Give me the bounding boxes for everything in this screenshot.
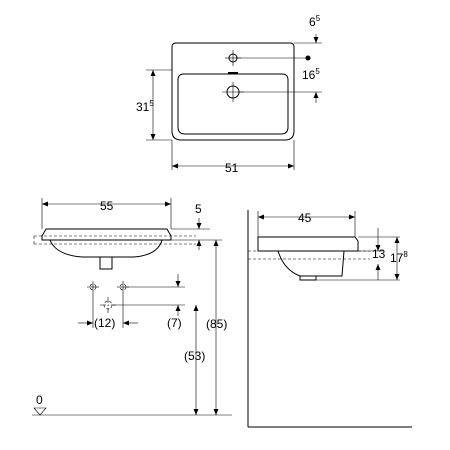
dim-top-width: 51 — [225, 161, 239, 175]
basin-outline-top — [171, 42, 295, 141]
dim-top-drain-offset: 165 — [302, 67, 320, 82]
basin-bowl-top — [177, 73, 289, 135]
dim-side-width: 45 — [298, 211, 312, 225]
overflow-slot — [228, 72, 238, 74]
floor-level-label: 0 — [36, 393, 43, 407]
dim-front-floor-to-waste: (53) — [184, 349, 205, 363]
basin-rim-side — [257, 236, 359, 252]
dim-front-waste-spacing: (12) — [94, 316, 115, 330]
dim-front-waste-height: (7) — [167, 316, 182, 330]
side-view: 45 13 178 — [247, 210, 412, 428]
waste-outlet-front — [99, 256, 113, 270]
basin-bowl-front — [49, 239, 163, 258]
basin-rim-front — [41, 228, 172, 241]
dim-side-total: 178 — [390, 250, 408, 265]
top-view: 65 165 315 51 — [136, 14, 322, 175]
basin-bowl-side — [277, 250, 345, 277]
dim-front-width: 55 — [100, 199, 114, 213]
front-view: 55 5 (12) (7) (53) (85) 0 — [32, 198, 232, 416]
floor-level-marker — [33, 407, 47, 416]
dim-side-depth: 13 — [372, 247, 386, 261]
dim-top-depth: 315 — [136, 99, 154, 114]
dim-front-floor-to-rim: (85) — [206, 317, 227, 331]
dim-top-tap-offset: 65 — [309, 14, 321, 29]
dim-front-rim: 5 — [195, 202, 202, 216]
waste-connection-left — [87, 281, 99, 293]
waste-outlet-side — [299, 275, 317, 281]
